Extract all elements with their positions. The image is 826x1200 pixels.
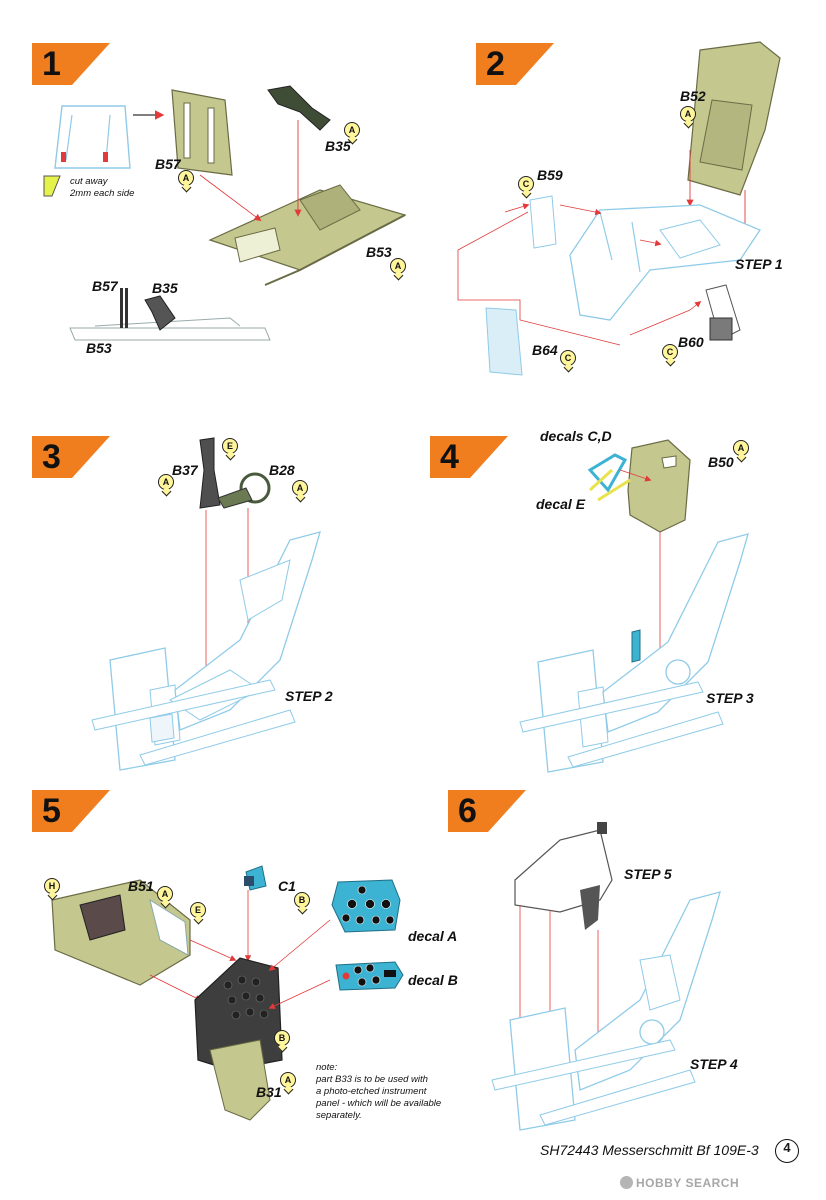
part-label-b37: B37 [172, 462, 198, 478]
step-3-flag: 3 [32, 436, 110, 478]
part-label-b50: B50 [708, 454, 734, 470]
part-label-b51: B51 [128, 878, 154, 894]
note-line-1: note: [316, 1062, 338, 1073]
ref-step-5: STEP 5 [624, 866, 672, 882]
part-label-c1: C1 [278, 878, 296, 894]
runner-code-e: E [222, 438, 238, 454]
step-6-number: 6 [458, 792, 477, 830]
runner-code-e-step5: E [190, 902, 206, 918]
part-label-b53-side: B53 [86, 340, 112, 356]
part-label-b64: B64 [532, 342, 558, 358]
step-2-flag: 2 [476, 43, 554, 85]
runner-code-b64: C [560, 350, 576, 366]
watermark-logo-icon [620, 1176, 633, 1189]
runner-code-h: H [44, 878, 60, 894]
decal-e-label: decal E [536, 496, 586, 512]
part-label-b60: B60 [678, 334, 704, 350]
part-label-b57-side: B57 [92, 278, 118, 294]
ref-step-3: STEP 3 [706, 690, 754, 706]
runner-code-b35: A [344, 122, 360, 138]
watermark: HOBBY SEARCH [636, 1176, 740, 1190]
part-label-b35: B35 [325, 138, 351, 154]
step-1-number: 1 [42, 45, 61, 83]
step-5-number: 5 [42, 792, 61, 830]
part-label-b52: B52 [680, 88, 706, 104]
note-line-2: part B33 is to be used with [316, 1074, 428, 1085]
runner-code-b50: A [733, 440, 749, 456]
decal-b-label: decal B [408, 972, 458, 988]
cut-note-line1: cut away [70, 176, 108, 187]
instrument-panel-note: note: part B33 is to be used with a phot… [316, 1062, 466, 1122]
runner-code-b28: A [292, 480, 308, 496]
runner-code-b37: A [158, 474, 174, 490]
step-4-flag: 4 [430, 436, 508, 478]
runner-code-b57: A [178, 170, 194, 186]
step-3-number: 3 [42, 438, 61, 476]
cut-note-line2: 2mm each side [70, 188, 135, 199]
step-6-flag: 6 [448, 790, 526, 832]
decal-a-label: decal A [408, 928, 458, 944]
part-label-b35-side: B35 [152, 280, 178, 296]
step2-art [457, 41, 781, 376]
part-label-b59: B59 [537, 167, 563, 183]
ref-step-2: STEP 2 [285, 688, 333, 704]
step1-art [43, 85, 407, 341]
runner-code-b60: C [662, 344, 678, 360]
part-label-b57: B57 [155, 156, 181, 172]
step-2-number: 2 [486, 45, 505, 83]
runner-code-b59: C [518, 176, 534, 192]
runner-code-c1: B [294, 892, 310, 908]
part-label-b31: B31 [256, 1084, 282, 1100]
runner-code-panel-b: B [274, 1030, 290, 1046]
runner-code-b31: A [280, 1072, 296, 1088]
part-label-b53: B53 [366, 244, 392, 260]
note-line-5: separately. [316, 1110, 362, 1121]
runner-code-b51: A [157, 886, 173, 902]
step-1-flag: 1 [32, 43, 110, 85]
step4-art [519, 439, 749, 773]
step6-art [491, 822, 721, 1131]
ref-step-4: STEP 4 [690, 1056, 738, 1072]
note-line-3: a photo-etched instrument [316, 1086, 427, 1097]
decals-cd-label: decals C,D [540, 428, 612, 444]
step5-art [51, 865, 404, 1121]
step-5-flag: 5 [32, 790, 110, 832]
kit-title: SH72443 Messerschmitt Bf 109E-3 [540, 1142, 759, 1158]
step3-art [91, 437, 321, 771]
part-label-b28: B28 [269, 462, 295, 478]
runner-code-b52: A [680, 106, 696, 122]
step-4-number: 4 [440, 438, 459, 476]
runner-code-b53: A [390, 258, 406, 274]
page-number: 4 [775, 1139, 799, 1163]
note-line-4: panel - which will be available [316, 1098, 442, 1109]
ref-step-1: STEP 1 [735, 256, 783, 272]
